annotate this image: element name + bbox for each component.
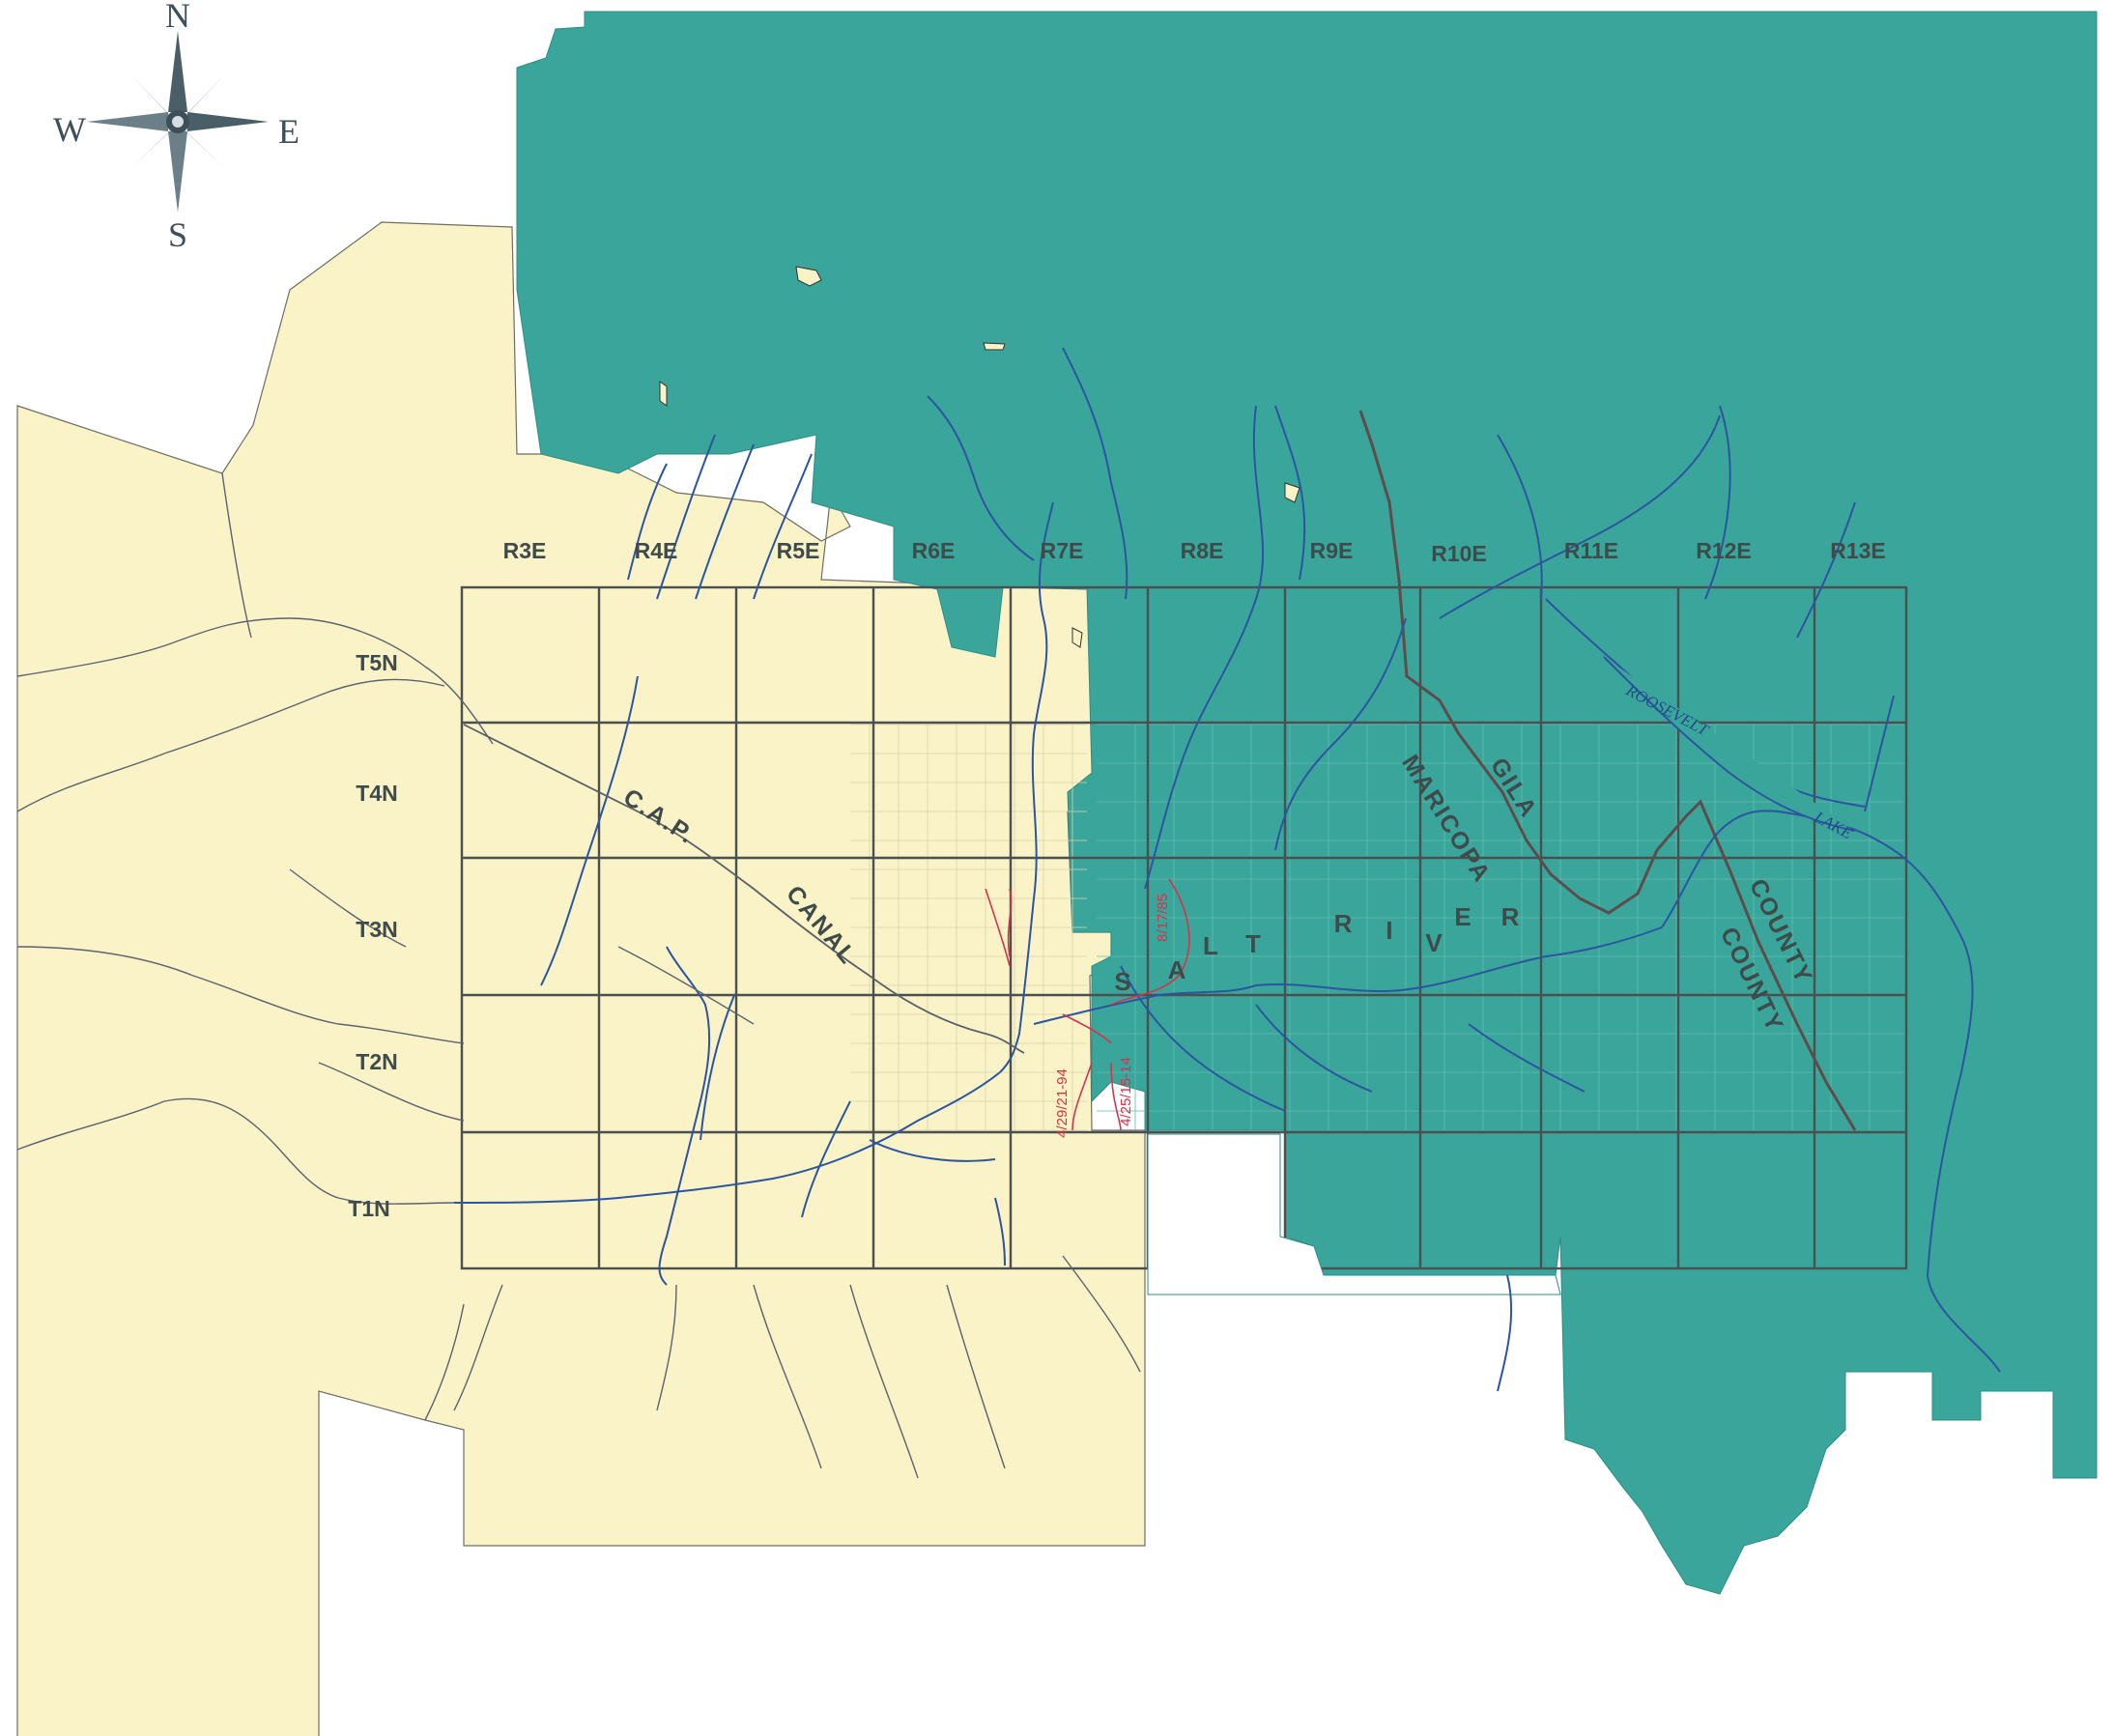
salt-river-letter: R [1501,902,1520,931]
salt-river-letter: L [1203,931,1218,960]
annotation-label: 4/29/21-94 [1054,1068,1071,1138]
rivers [453,347,2001,1392]
salt-river-letter: S [1114,967,1130,996]
range-label: R8E [1181,538,1224,563]
compass-south-label: S [168,215,187,254]
township-label: T1N [348,1196,389,1221]
range-label: R4E [635,538,678,563]
range-label: R6E [912,538,956,563]
compass-arrow-west [87,112,168,131]
range-label: R13E [1830,538,1886,563]
range-label: R10E [1431,541,1487,566]
salt-river-letter: A [1168,955,1186,984]
teal-islands [659,266,1300,648]
township-label: T5N [356,650,397,675]
county-boundary-line [1358,410,1857,1131]
township-label: T3N [356,917,397,942]
compass-arrow-north [168,31,187,112]
compass-west-label: W [53,110,86,149]
range-label: R7E [1041,538,1084,563]
township-label: T2N [356,1049,397,1074]
salt-river-label: S A L T R I V E R [1114,902,1519,996]
township-label: T4N [356,781,397,806]
teal-region [516,11,2098,1595]
range-label: R11E [1564,538,1618,563]
cap-canal-line [463,724,1025,1054]
salt-river-letter: E [1454,902,1471,931]
compass-arrow-east [187,112,269,131]
range-label: R12E [1696,538,1752,563]
annotation-label: 8/17/85 [1155,894,1171,942]
range-label: R3E [503,538,547,563]
salt-river-letter: T [1245,929,1261,958]
white-cutout [1147,1133,1561,1295]
red-annotations [985,878,1190,1131]
section-detail-grid [850,724,1087,1131]
compass-north-label: N [165,0,190,35]
compass-arrow-south [168,131,187,213]
roosevelt-lake [1603,656,1856,832]
compass-rose [87,31,269,213]
salt-river-letter: R [1334,909,1353,938]
salt-river-letter: V [1425,928,1443,957]
range-labels: R3E R4E R5E R6E R7E R8E R9E R10E R11E R1… [503,538,1886,566]
range-label: R5E [777,538,820,563]
annotation-label: 4/25/15-14 [1118,1057,1134,1126]
cream-washes [16,472,1141,1479]
range-label: R9E [1310,538,1354,563]
township-labels: T5N T4N T3N T2N T1N [348,650,397,1221]
salt-river-letter: I [1386,916,1392,945]
compass-east-label: E [278,112,300,151]
